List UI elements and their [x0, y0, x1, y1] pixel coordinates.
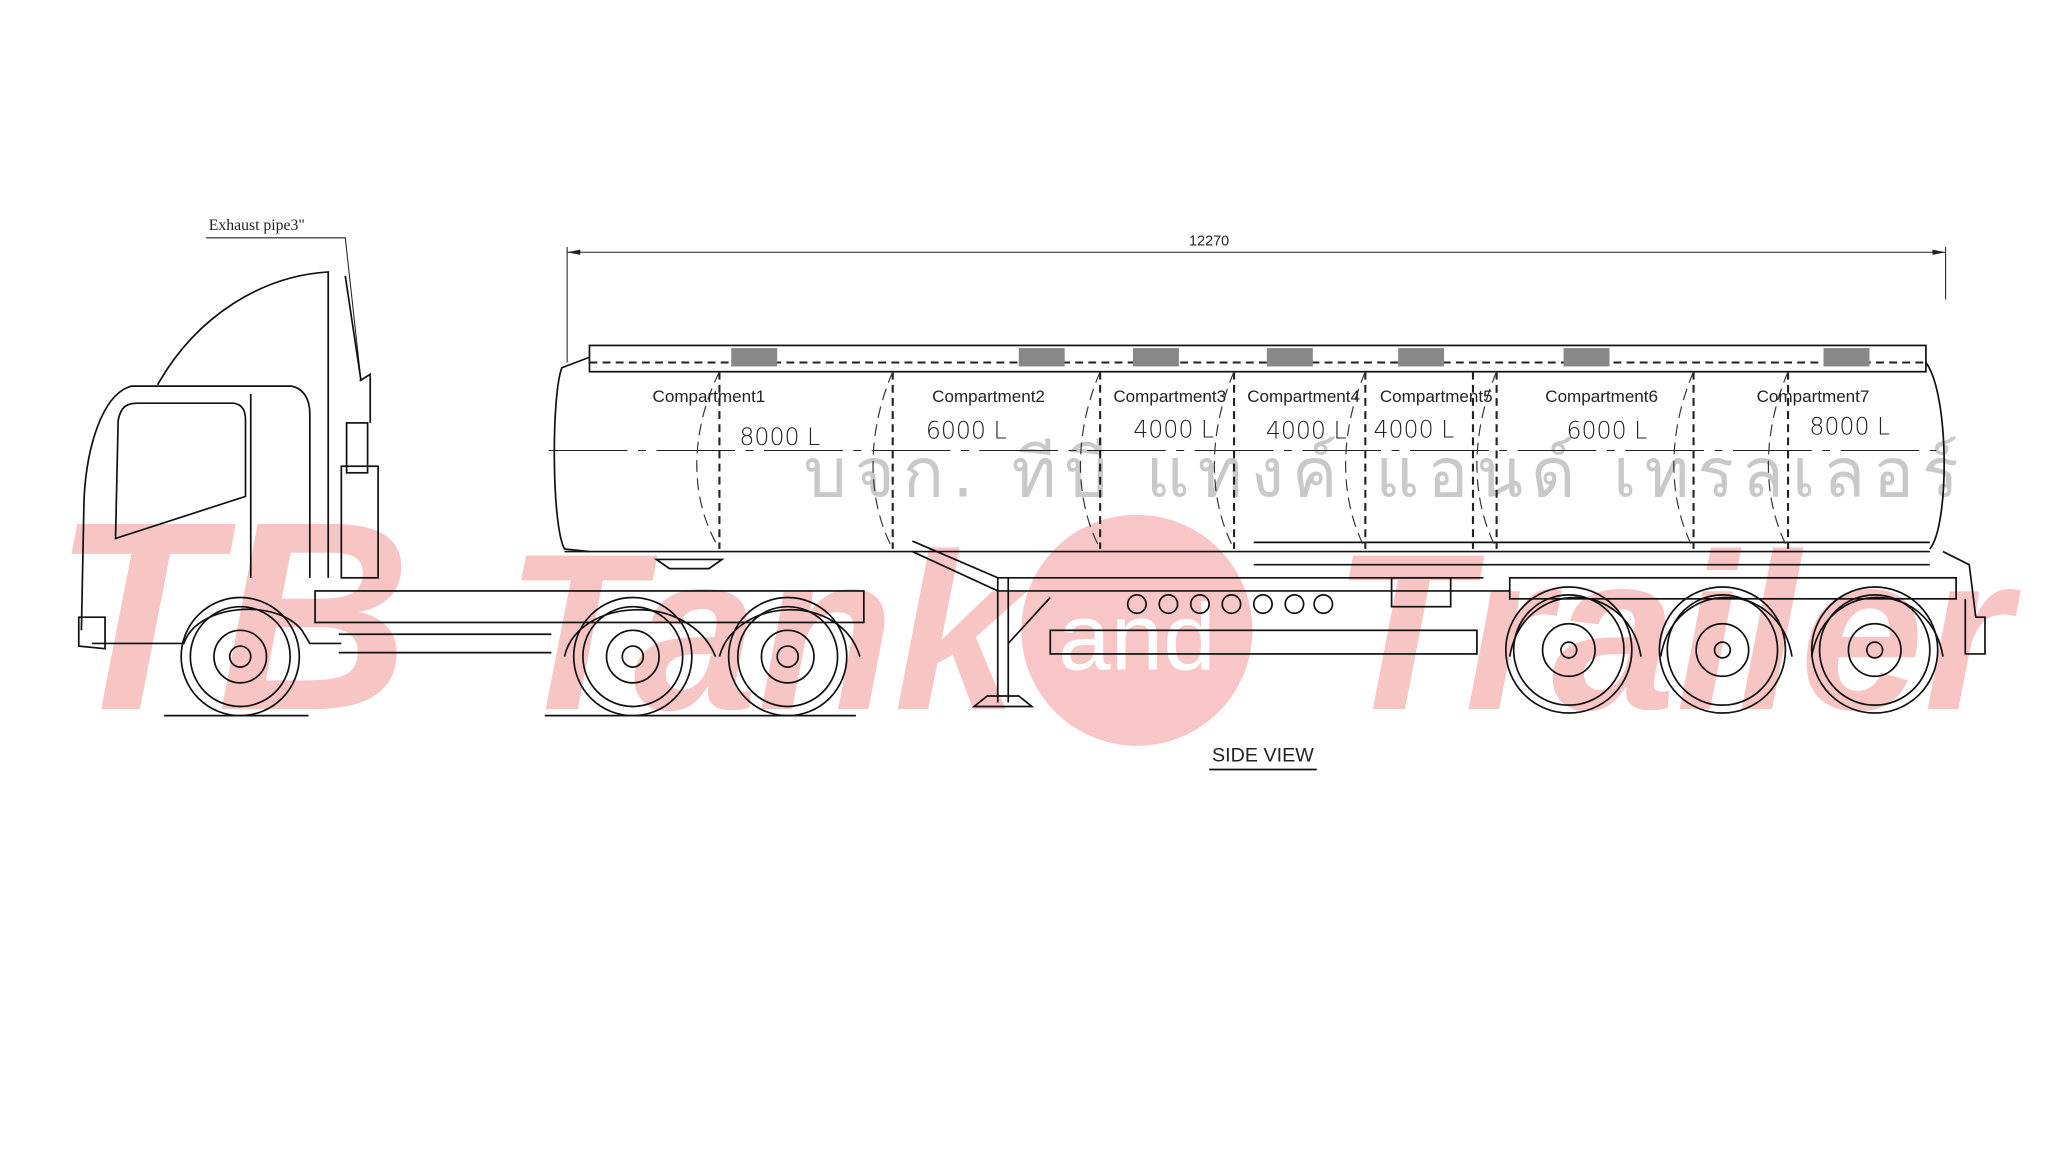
view-title: SIDE VIEW: [1212, 745, 1314, 767]
compartment-volume: 8000 L: [1809, 413, 1890, 441]
compartment-label: Compartment4: [1247, 387, 1360, 406]
compartment-label: Compartment5: [1380, 387, 1493, 406]
dimension-value: 12270: [1189, 234, 1229, 250]
watermark-tank: Tank: [505, 508, 1027, 757]
compartment-6: Compartment6 6000 L: [1545, 387, 1658, 445]
watermark-tb: TB: [53, 466, 412, 767]
compartment-label: Compartment7: [1757, 387, 1870, 406]
compartment-label: Compartment6: [1545, 387, 1658, 406]
exhaust-leader-line: [206, 237, 362, 381]
compartment-5: Compartment5 4000 L: [1374, 387, 1493, 443]
compartment-2: Compartment2 6000 L: [926, 387, 1045, 445]
compartment-3: Compartment3 4000 L: [1113, 387, 1226, 443]
watermark-trailer: Trailer: [1333, 508, 2021, 757]
compartment-label: Compartment1: [653, 387, 766, 406]
trailer-underframe: [912, 540, 1986, 708]
tractor-chassis: [164, 558, 865, 717]
compartment-4: Compartment4 4000 L: [1247, 387, 1360, 445]
watermark-thai: บจก. ทีบี แทงค์ แอนด์ เทรลเลอร์: [803, 434, 1958, 513]
tractor-wheel: [572, 596, 693, 717]
manhole-icon: [1563, 348, 1610, 367]
bulkheads: [696, 371, 1790, 550]
manhole-icon: [731, 348, 778, 367]
tractor-wheel: [180, 596, 301, 717]
manhole-icon: [1823, 348, 1870, 367]
tank-body: [548, 344, 1946, 566]
manhole-icon: [1018, 348, 1065, 367]
compartment-label: Compartment3: [1113, 387, 1226, 406]
compartment-volume: 4000 L: [1266, 417, 1347, 445]
tractor-wheel: [727, 596, 848, 717]
compartment-volume: 4000 L: [1374, 415, 1455, 443]
valve-row: [1126, 594, 1334, 615]
compartment-label: Compartment2: [932, 387, 1045, 406]
compartment-volume: 8000 L: [739, 423, 820, 451]
overall-length-dimension: 12270: [566, 234, 1947, 363]
trailer-wheel: [1504, 586, 1633, 714]
compartment-1: Compartment1 8000 L: [653, 387, 821, 451]
exhaust-label: Exhaust pipe3": [209, 217, 305, 234]
manhole-covers: [731, 348, 1870, 367]
truck-cab: [77, 271, 379, 650]
compartment-volume: 6000 L: [1566, 417, 1647, 445]
compartment-7: Compartment7 8000 L: [1757, 387, 1891, 441]
compartment-volume: 6000 L: [926, 417, 1007, 445]
watermark-and: and: [1058, 585, 1216, 691]
trailer-wheel: [1658, 586, 1787, 714]
trailer-wheel: [1810, 586, 1939, 714]
watermark-logo: TB Tank and Trailer: [53, 466, 2021, 767]
manhole-icon: [1398, 348, 1445, 367]
manhole-icon: [1132, 348, 1179, 367]
compartment-volume: 4000 L: [1133, 415, 1214, 443]
manhole-icon: [1266, 348, 1313, 367]
